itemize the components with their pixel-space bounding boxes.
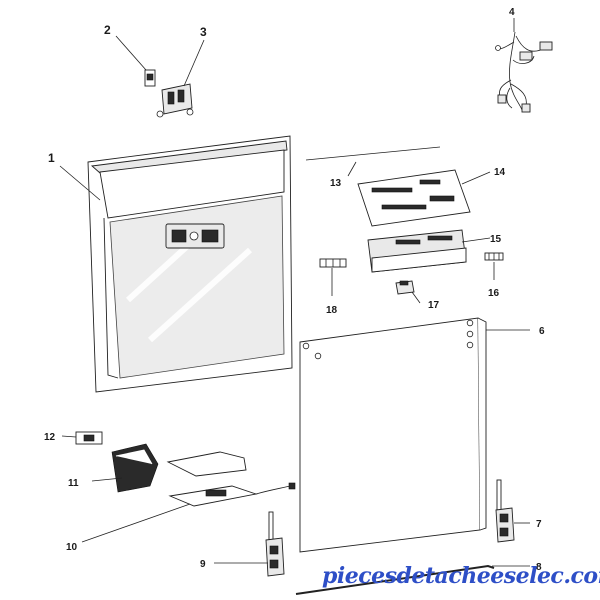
part-17-switch xyxy=(395,280,415,295)
part-15-control-panel-housing xyxy=(367,229,467,273)
leader-lines xyxy=(59,18,530,567)
callout-9: 9 xyxy=(200,559,206,570)
callout-17: 17 xyxy=(428,300,440,311)
callout-4: 4 xyxy=(509,7,515,18)
part-7-right-hinge xyxy=(495,479,515,543)
callout-16: 16 xyxy=(488,288,500,299)
callout-11: 11 xyxy=(68,478,79,489)
watermark-text: piecesdetacheeselec.com xyxy=(322,563,600,589)
callout-13: 13 xyxy=(330,178,342,189)
callout-18: 18 xyxy=(326,305,338,316)
callout-6: 6 xyxy=(539,326,545,337)
callout-15: 15 xyxy=(490,234,502,245)
part-14-electronic-card xyxy=(357,169,471,227)
part-4-wiring-harness xyxy=(495,31,553,113)
part-10-dispenser-assembly xyxy=(166,451,296,507)
part-8-rod xyxy=(295,564,495,595)
part-9-left-hinge xyxy=(265,511,285,577)
callout-labels: 1 2 3 4 6 7 8 9 10 11 12 13 14 15 16 17 … xyxy=(44,7,545,573)
part-11-dispenser-body xyxy=(111,443,159,493)
part-6-outer-door-panel xyxy=(299,317,487,553)
part-13-control-panel-bar xyxy=(305,146,441,161)
callout-3: 3 xyxy=(200,25,207,39)
part-3-lock-bracket xyxy=(156,83,194,118)
part-16-button-block xyxy=(484,252,504,261)
callout-2: 2 xyxy=(104,23,111,37)
callout-1: 1 xyxy=(48,151,55,165)
callout-10: 10 xyxy=(66,542,78,553)
part-1-inner-door-frame xyxy=(87,135,293,393)
part-12-cover xyxy=(75,431,103,445)
part-2-clip xyxy=(144,69,156,87)
part-18-button-block xyxy=(319,258,347,268)
callout-7: 7 xyxy=(536,519,542,530)
callout-14: 14 xyxy=(494,167,506,178)
callout-8: 8 xyxy=(536,562,542,573)
callout-12: 12 xyxy=(44,432,56,443)
